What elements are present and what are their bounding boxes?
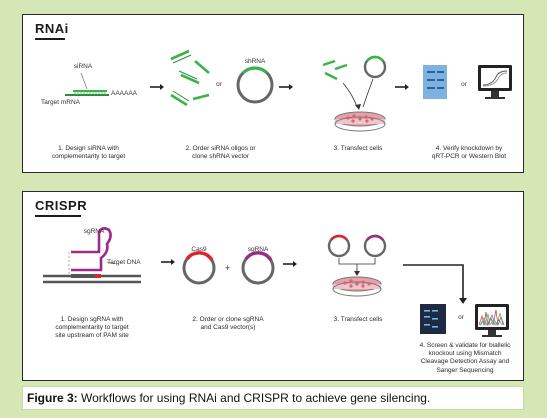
rnai-title: RNAi: [35, 21, 69, 36]
crispr-step-2: 2. Order or clone sgRNA and Cas9 vector(…: [192, 316, 264, 332]
sirna-oligos-graphic: [170, 49, 210, 107]
sgrna-vector-label: sgRNA: [247, 246, 269, 253]
caption-label: Figure 3:: [27, 391, 78, 405]
sgrna-vector-graphic: [241, 251, 275, 285]
polya-label: AAAAAA: [111, 90, 138, 97]
crispr-illustration: +: [43, 227, 509, 337]
western-blot-graphic: [423, 65, 447, 99]
crispr-arrows: [161, 259, 467, 304]
crispr-transfect-graphic: [327, 234, 387, 297]
crispr-title: CRISPR: [35, 198, 88, 213]
cas9-vector-graphic: [182, 251, 216, 285]
shrna-label: shRNA: [244, 58, 266, 65]
transfect-graphic: [322, 55, 387, 132]
target-mrna-graphic: [65, 72, 109, 96]
gel-image-graphic: [420, 304, 446, 334]
figure-caption: Figure 3: Workflows for using RNAi and C…: [22, 386, 524, 410]
target-mrna-label: Target mRNA: [41, 99, 81, 106]
rnai-step-4: 4. Verify knockdown by qRT-PCR or Wester…: [431, 145, 507, 161]
plus-sign: +: [225, 263, 230, 273]
sirna-label: siRNA: [73, 63, 93, 70]
rnai-panel: RNAi: [22, 14, 524, 173]
shrna-vector-graphic: [236, 66, 274, 104]
target-dna-graphic: [43, 227, 141, 284]
crispr-title-underline: [35, 215, 81, 217]
rnai-step-3: 3. Transfect cells: [333, 145, 383, 152]
rnai-or-label-2: or: [461, 81, 467, 88]
crispr-step-3: 3. Transfect cells: [333, 316, 383, 323]
crispr-or-label: or: [458, 314, 464, 321]
caption-text: Workflows for using RNAi and CRISPR to a…: [77, 391, 431, 405]
sequencing-monitor-graphic: [475, 304, 509, 337]
sgrna-label: sgRNA: [83, 228, 105, 235]
crispr-step-4: 4. Screen & validate for biallelic knock…: [419, 342, 511, 374]
rnai-step-2: 2. Order siRNA oligos or clone shRNA vec…: [185, 145, 256, 161]
cas9-label: Cas9: [191, 246, 207, 253]
crispr-step-1: 1. Design sgRNA with complementarity to …: [55, 316, 129, 340]
rnai-arrows: [150, 84, 409, 90]
rnai-step-1: 1. Design siRNA with complementarity to …: [51, 145, 126, 161]
rnai-illustration: [65, 49, 512, 132]
qrt-pcr-monitor-graphic: [478, 65, 512, 99]
rnai-or-label-1: or: [216, 81, 222, 88]
target-dna-label: Target DNA: [107, 259, 141, 266]
crispr-panel: CRISPR +: [22, 191, 524, 381]
rnai-title-underline: [35, 38, 65, 40]
